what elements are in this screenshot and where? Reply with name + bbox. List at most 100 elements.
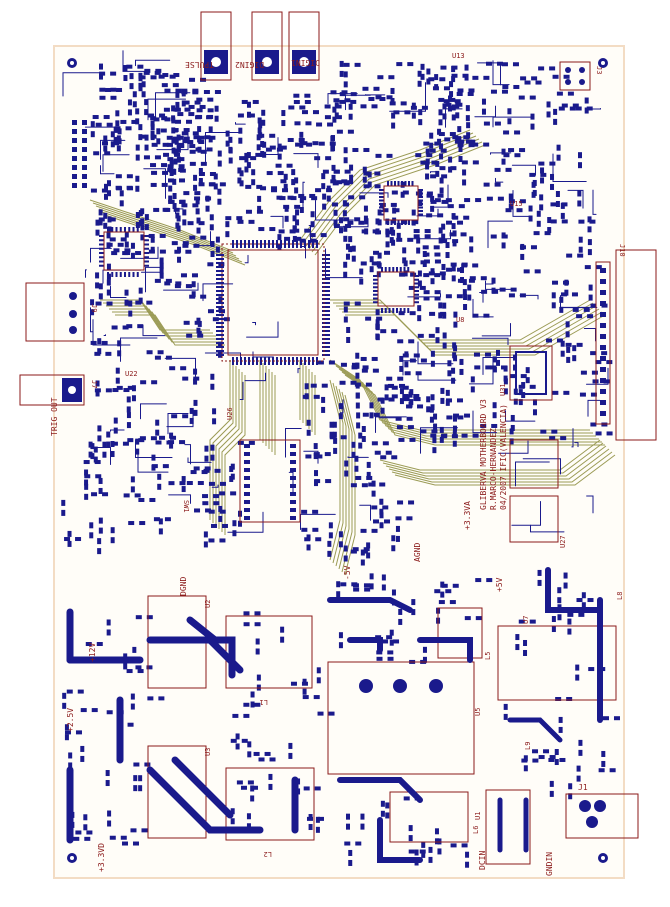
smd-pad: [408, 181, 410, 186]
smd-pad: [91, 708, 98, 713]
smd-pad: [313, 443, 318, 450]
smd-pad: [292, 225, 297, 232]
smd-pad: [225, 221, 230, 228]
smd-pad: [575, 106, 582, 111]
smd-pad: [197, 126, 202, 133]
smd-pad: [277, 153, 282, 160]
smd-pad: [537, 569, 542, 576]
smd-pad: [531, 191, 536, 198]
smd-pad: [366, 471, 371, 478]
smd-pad: [189, 161, 196, 166]
smd-pad: [206, 147, 213, 152]
label-trig-out: TRIG OUT: [50, 397, 59, 436]
smd-pad: [254, 702, 261, 707]
smd-pad: [123, 663, 128, 670]
smd-pad: [576, 314, 583, 319]
smd-pad: [600, 367, 606, 372]
smd-pad: [391, 589, 396, 596]
smd-pad: [377, 397, 384, 402]
smd-pad: [111, 325, 118, 330]
trace: [417, 341, 454, 365]
smd-pad: [281, 120, 286, 127]
smd-pad: [397, 339, 404, 344]
smd-pad: [172, 128, 179, 133]
trace: [197, 231, 212, 247]
smd-pad: [299, 141, 304, 148]
smd-pad: [82, 147, 87, 152]
smd-pad: [288, 105, 295, 110]
smd-pad: [332, 421, 337, 428]
smd-pad: [77, 689, 84, 694]
smd-pad: [204, 455, 209, 462]
smd-pad: [559, 306, 564, 313]
smd-pad: [72, 129, 77, 134]
smd-pad: [601, 750, 606, 757]
smd-pad: [162, 464, 169, 469]
smd-pad: [237, 440, 244, 445]
smd-pad: [105, 388, 112, 393]
smd-pad: [483, 182, 490, 187]
smd-pad: [426, 406, 431, 413]
smd-pad: [243, 713, 250, 718]
smd-pad: [422, 245, 429, 250]
smd-pad: [258, 133, 265, 138]
smd-pad: [225, 130, 230, 137]
smd-pad: [298, 193, 305, 198]
label-j1: J1: [578, 783, 588, 792]
smd-pad: [328, 711, 335, 716]
smd-pad: [368, 96, 375, 101]
smd-pad: [153, 207, 160, 212]
smd-pad: [115, 377, 120, 384]
smd-pad: [107, 227, 109, 232]
smd-pad: [239, 180, 244, 187]
smd-pad: [402, 190, 409, 195]
smd-pad: [332, 431, 337, 438]
smd-pad: [150, 134, 155, 141]
smd-pad: [558, 716, 563, 723]
smd-pad: [341, 90, 348, 95]
smd-pad: [138, 210, 143, 217]
smd-pad: [414, 290, 419, 292]
smd-pad: [340, 582, 347, 587]
smd-pad: [182, 219, 187, 226]
smd-pad: [417, 305, 422, 312]
smd-pad: [84, 474, 91, 479]
smd-pad: [362, 412, 369, 417]
smd-pad: [83, 814, 88, 821]
smd-pad: [451, 104, 456, 111]
smd-pad: [336, 581, 341, 588]
smd-pad: [210, 251, 215, 258]
smd-pad: [250, 691, 255, 698]
smd-pad: [175, 119, 182, 124]
connector-j1: J1: [565, 783, 639, 839]
smd-pad: [600, 323, 606, 328]
smd-pad: [484, 352, 491, 357]
smd-pad: [382, 505, 389, 510]
smd-pad: [306, 419, 311, 426]
smd-pad: [98, 517, 103, 524]
smd-pad: [97, 348, 102, 355]
smd-pad: [150, 182, 157, 187]
smd-pad: [361, 435, 366, 442]
smd-pad: [72, 165, 77, 170]
smd-pad: [426, 153, 433, 158]
smd-pad: [214, 105, 219, 112]
smd-pad: [333, 169, 340, 174]
smd-pad: [388, 308, 391, 313]
smd-pad: [120, 237, 127, 242]
smd-pad: [130, 476, 135, 483]
smd-pad: [150, 236, 155, 243]
smd-pad: [288, 752, 293, 759]
smd-pad: [381, 267, 383, 272]
smd-pad: [110, 537, 115, 544]
smd-pad: [362, 166, 367, 173]
smd-pad: [418, 196, 423, 198]
smd-pad: [360, 823, 365, 830]
smd-pad: [223, 317, 230, 322]
smd-pad: [538, 755, 545, 760]
smd-pad: [578, 246, 583, 253]
smd-pad: [135, 300, 142, 305]
smd-pad: [218, 515, 223, 522]
smd-pad: [151, 380, 158, 385]
smd-pad: [292, 235, 297, 242]
